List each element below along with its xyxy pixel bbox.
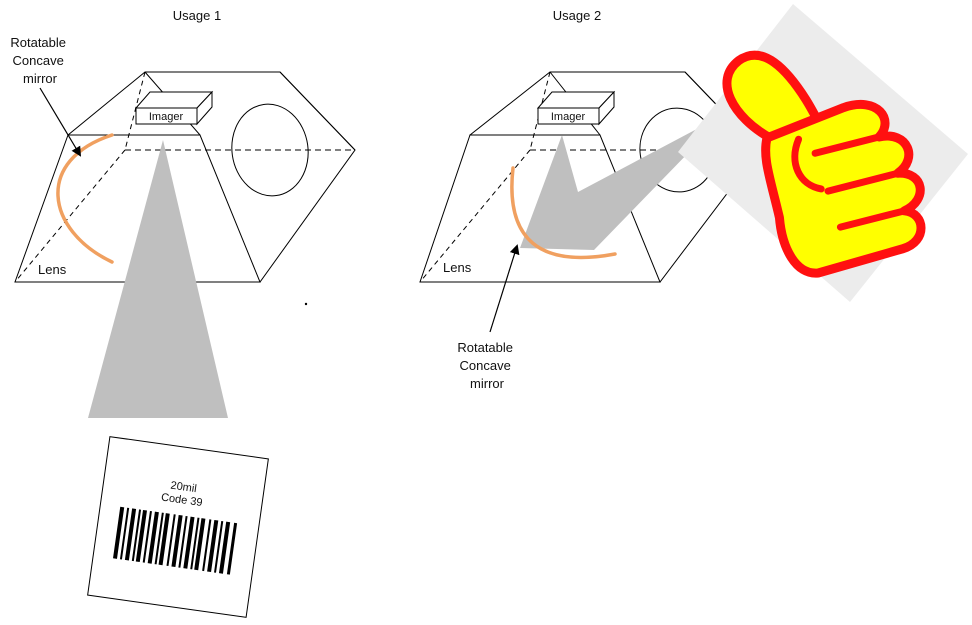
mirror-label-line: Concave xyxy=(13,53,64,68)
mirror-label-line: mirror xyxy=(23,71,58,86)
barcode-bar xyxy=(147,511,159,564)
barcode-bar xyxy=(119,507,130,560)
barcode-bar xyxy=(135,509,147,563)
knuckle-curl xyxy=(791,135,825,193)
usage-1-title: Usage 1 xyxy=(173,8,221,23)
barcode-size-label: 20mil xyxy=(170,480,198,496)
concave-mirror-1 xyxy=(56,133,114,264)
barcode-bar xyxy=(190,517,200,570)
barcode-type-label: Code 39 xyxy=(160,491,203,509)
scan-window xyxy=(231,103,309,197)
thumbs-up-icon xyxy=(678,4,968,302)
mirror-label-line: Concave xyxy=(460,358,511,373)
barcode-bars xyxy=(113,506,238,575)
imager-label: Imager xyxy=(149,111,184,123)
usage-2-panel: Usage 2 Imager Lens Rotatable xyxy=(419,4,968,391)
concave-mirror-2 xyxy=(510,166,617,260)
lens-label-2: Lens xyxy=(443,260,472,275)
barcode-card: 20mil Code 39 xyxy=(87,436,269,618)
barcode-bar xyxy=(171,514,183,568)
mirror-pointer-arrow-1 xyxy=(39,87,82,157)
barcode-bar xyxy=(183,516,195,569)
scan-beam-2 xyxy=(520,113,727,250)
barcode-bar xyxy=(158,513,170,566)
mirror-label-line: Rotatable xyxy=(457,340,513,355)
usage-1-panel: Usage 1 Imager Rotatable Concave m xyxy=(10,8,356,618)
hidden-edge-diagonal xyxy=(14,149,126,283)
scanner-body-1 xyxy=(14,71,356,283)
mirror-label-line: Rotatable xyxy=(10,35,66,50)
barcode-bar xyxy=(154,512,164,565)
top-right-edge xyxy=(279,71,356,151)
barcode-bar xyxy=(218,521,231,574)
imager-front xyxy=(537,107,600,125)
mirror-pointer-arrow-2 xyxy=(489,244,520,333)
barcode-bar xyxy=(113,506,125,559)
stray-dot xyxy=(304,302,308,306)
scan-beam-1 xyxy=(88,140,228,418)
imager-front xyxy=(135,107,198,125)
barcode-bar xyxy=(131,509,142,562)
lens-label-1: Lens xyxy=(38,262,67,277)
barcode-bar xyxy=(202,519,212,572)
finger-crease xyxy=(836,207,906,231)
hidden-edge-vertical xyxy=(124,71,146,151)
mirror-label-line: mirror xyxy=(470,376,505,391)
barcode-bar xyxy=(124,508,137,561)
scanner-front-face xyxy=(14,134,261,283)
barcode-bar xyxy=(226,522,238,575)
barcode-bar xyxy=(142,510,152,563)
finger-crease xyxy=(824,170,900,195)
imager-label: Imager xyxy=(551,111,586,123)
usage-2-title: Usage 2 xyxy=(553,8,601,23)
imager-box-2: Imager xyxy=(536,90,616,126)
barcode-bar xyxy=(178,515,188,568)
mirror-label-1: Rotatable Concave mirror xyxy=(10,35,69,86)
barcode-bar xyxy=(214,520,224,573)
imager-box-1: Imager xyxy=(134,90,214,126)
barcode-bar xyxy=(207,519,219,573)
finger-crease xyxy=(811,133,883,157)
barcode-bar xyxy=(166,514,176,567)
mirror-label-2: Rotatable Concave mirror xyxy=(457,340,516,391)
barcode-bar xyxy=(194,518,206,571)
